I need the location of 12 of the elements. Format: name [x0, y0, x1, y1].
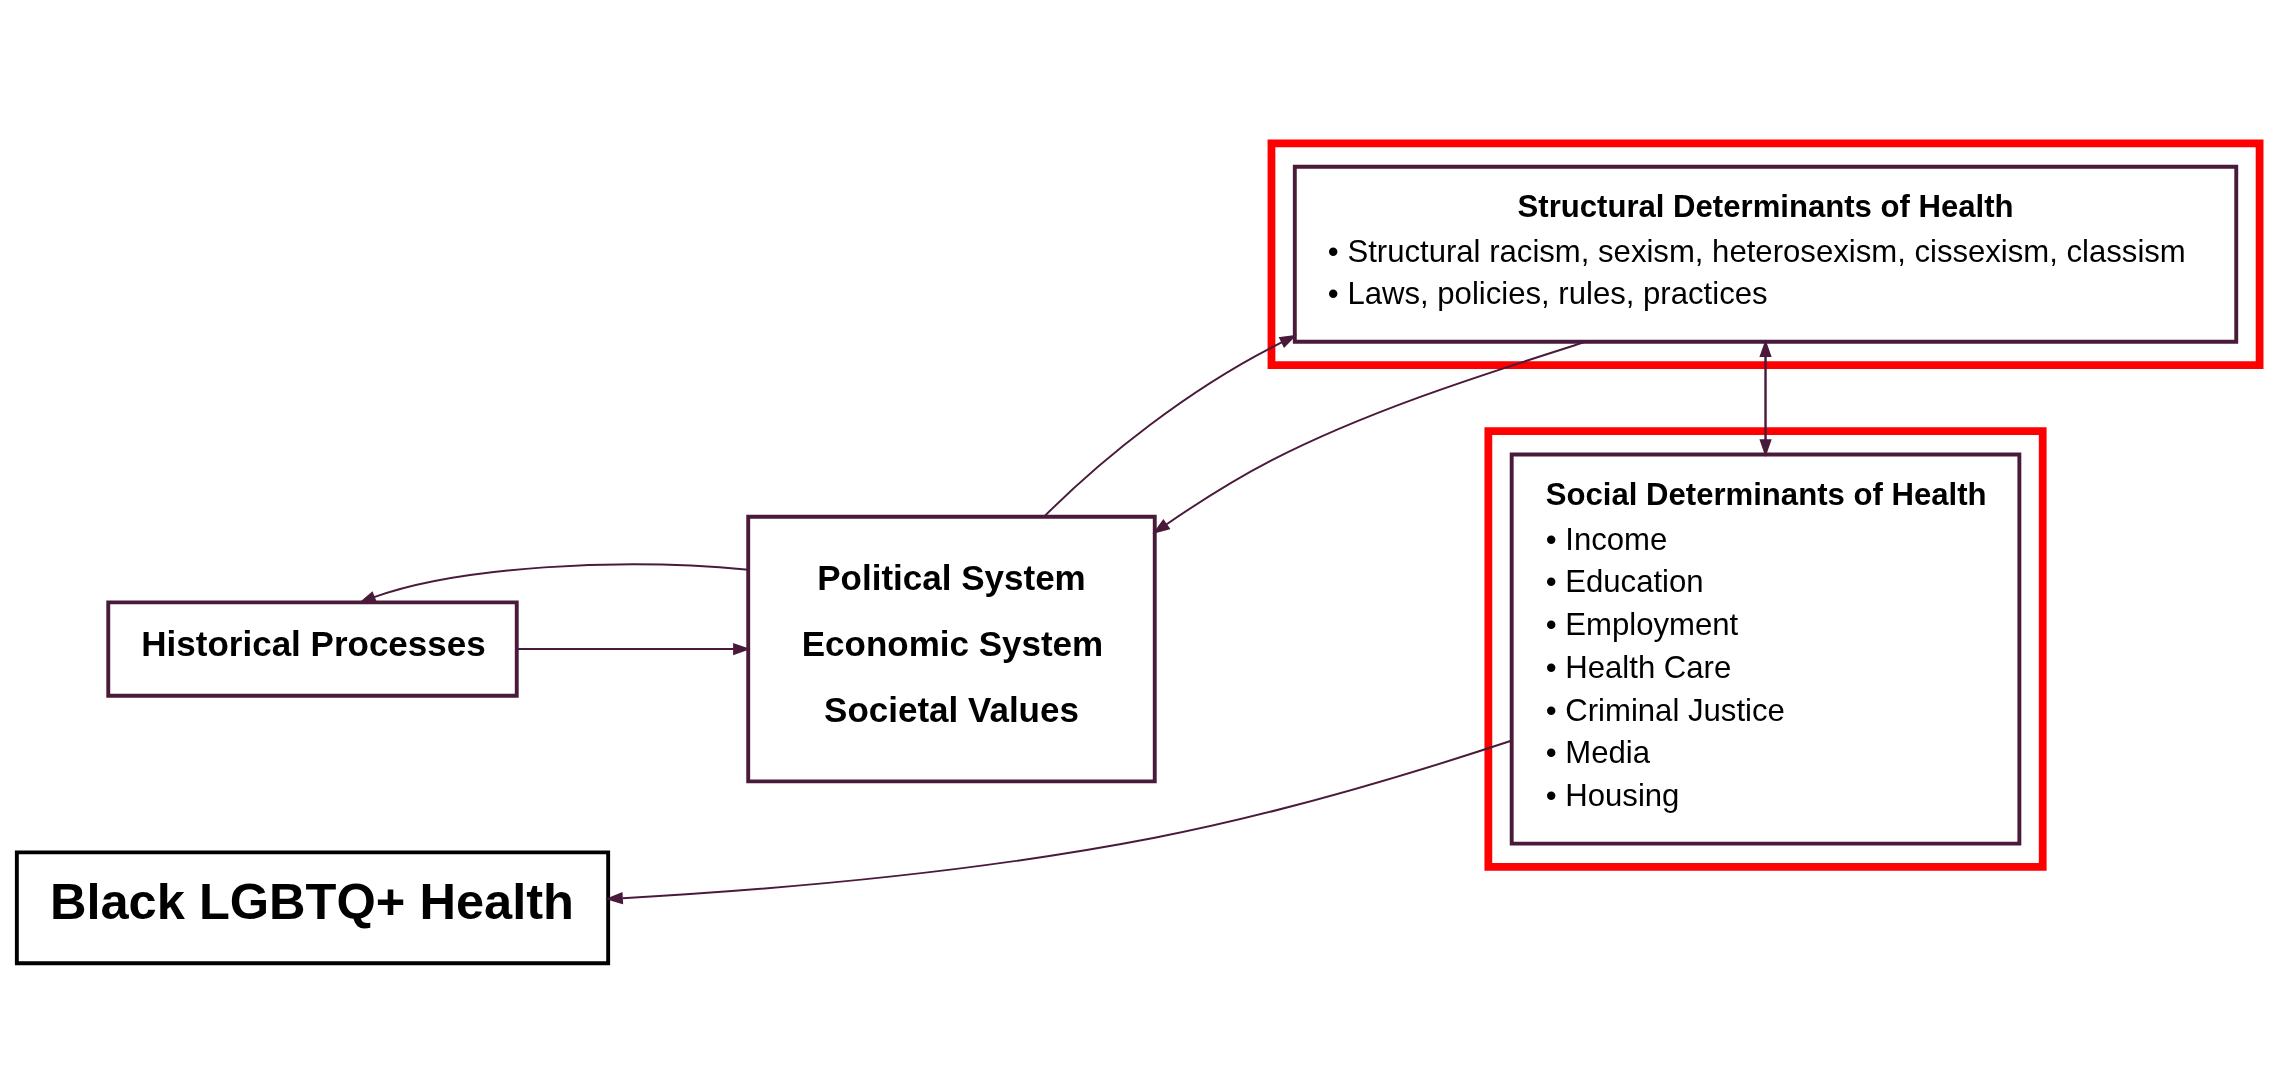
- arrow: [358, 563, 750, 604]
- cluster: [1484, 427, 2047, 871]
- node-box: Black LGBTQ+ Health: [14, 850, 611, 966]
- arrow: [1152, 340, 1587, 534]
- node-box: Historical Processes: [106, 600, 519, 698]
- node-box: Political System Economic System Societal Values: [746, 514, 1157, 784]
- arrow: [1043, 334, 1298, 518]
- arrow: [516, 642, 751, 656]
- cluster: [1267, 139, 2264, 369]
- node-box: Social Determinants of Health • Income • Education • Employment • Health Care • Criminal Justice • Media • Housing: [1509, 452, 2022, 846]
- arrow: [605, 739, 1513, 905]
- node-box: Structural Determinants of Health • Structural racism, sexism, heterosexism, cissexism, classism • Laws, policies, rules, practices: [1292, 164, 2239, 344]
